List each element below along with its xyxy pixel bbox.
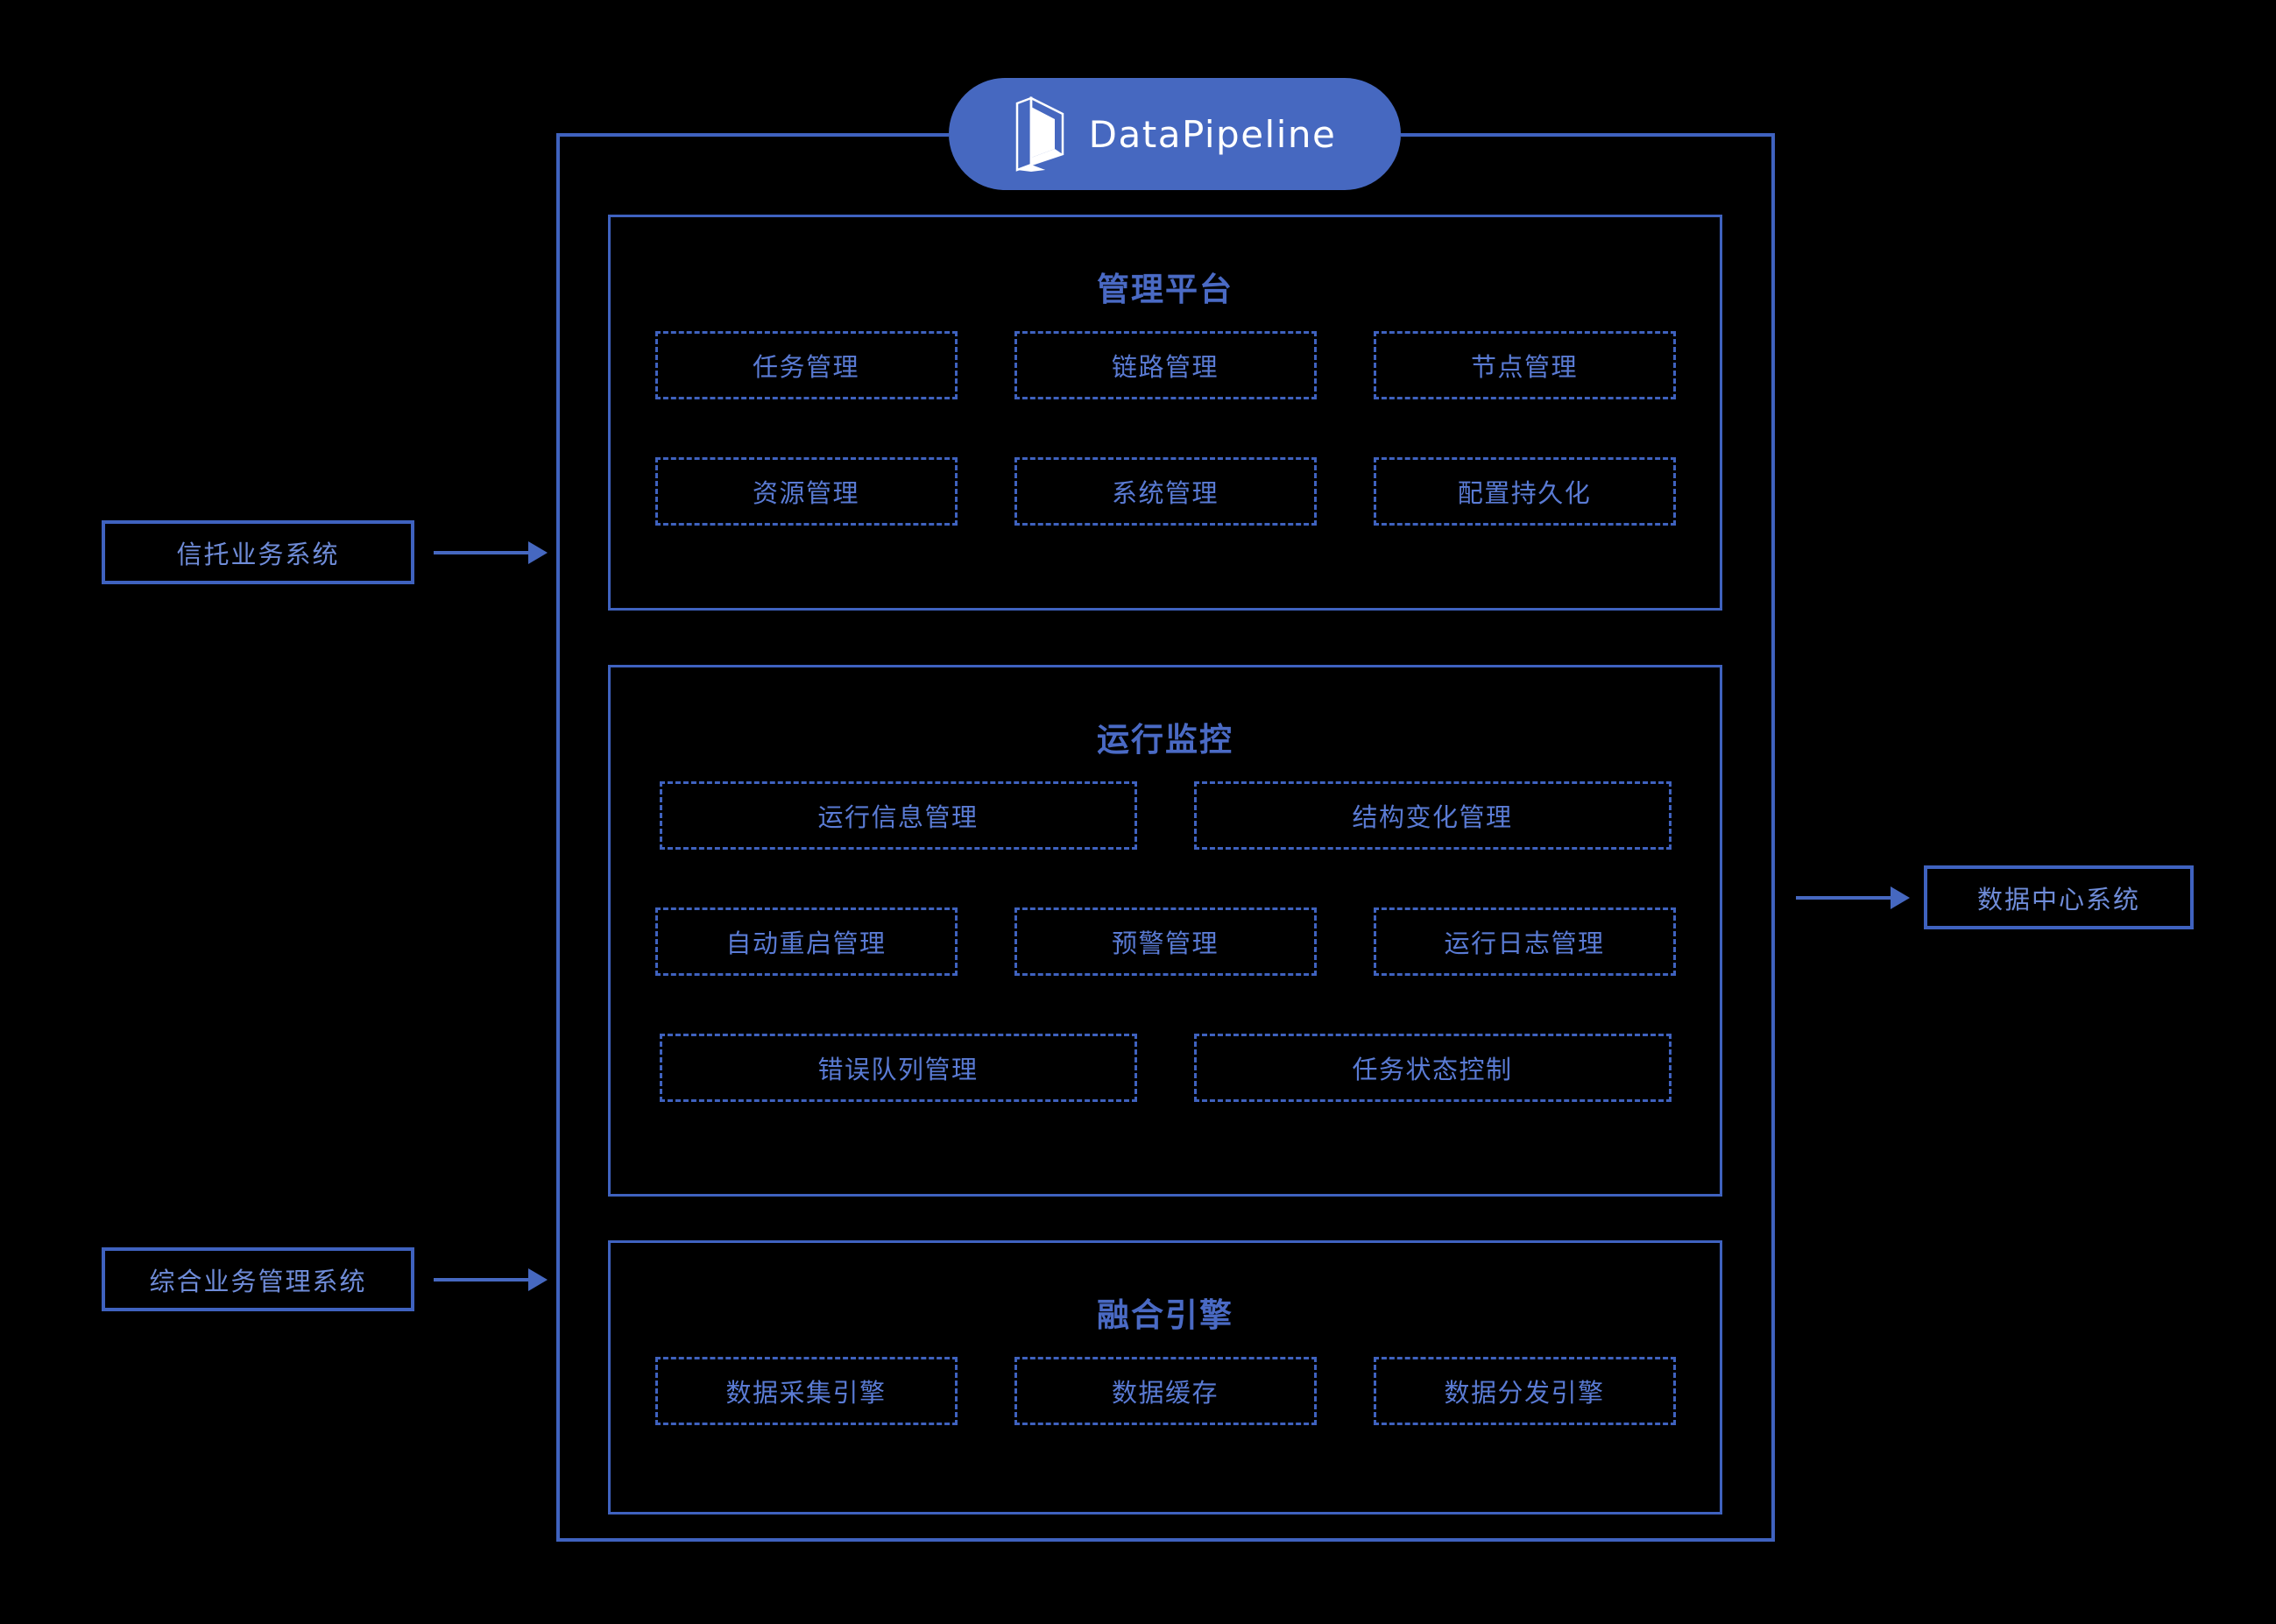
module-runtime-info-management[interactable]: 运行信息管理 (659, 781, 1137, 850)
module-row-engine-1: 数据采集引擎 数据缓存 数据分发引擎 (611, 1357, 1720, 1425)
module-row-monitoring-3: 错误队列管理 任务状态控制 (611, 1034, 1720, 1102)
section-title-fusion-engine: 融合引擎 (1097, 1297, 1233, 1333)
section-title-management-platform: 管理平台 (1097, 272, 1233, 307)
arrow-shaft (434, 551, 528, 554)
arrow-head-icon (1891, 886, 1910, 909)
external-system-trust-business[interactable]: 信托业务系统 (102, 520, 414, 584)
module-structure-change-management[interactable]: 结构变化管理 (1193, 781, 1672, 850)
module-data-dispatch-engine[interactable]: 数据分发引擎 (1373, 1357, 1676, 1425)
arrow-head-icon (528, 1268, 548, 1291)
module-alert-management[interactable]: 预警管理 (1014, 907, 1317, 976)
module-row-monitoring-1: 运行信息管理 结构变化管理 (611, 781, 1720, 850)
module-task-management[interactable]: 任务管理 (654, 331, 958, 399)
section-fusion-engine: 融合引擎 数据采集引擎 数据缓存 数据分发引擎 (608, 1240, 1722, 1515)
arrow-shaft (434, 1278, 528, 1282)
module-row-management-1: 任务管理 链路管理 节点管理 (611, 331, 1720, 399)
module-node-management[interactable]: 节点管理 (1373, 331, 1676, 399)
module-row-management-2: 资源管理 系统管理 配置持久化 (611, 457, 1720, 526)
module-link-management[interactable]: 链路管理 (1014, 331, 1317, 399)
external-system-integrated-business-management[interactable]: 综合业务管理系统 (102, 1247, 414, 1311)
arrow-integrated-to-platform (434, 1268, 548, 1291)
brand-name-label: DataPipeline (1088, 112, 1337, 156)
arrow-trust-to-platform (434, 541, 548, 564)
section-runtime-monitoring: 运行监控 运行信息管理 结构变化管理 自动重启管理 预警管理 运行日志管理 错误… (608, 665, 1722, 1197)
datapipeline-brand-badge: DataPipeline (949, 78, 1401, 190)
module-task-state-control[interactable]: 任务状态控制 (1193, 1034, 1672, 1102)
module-auto-restart-management[interactable]: 自动重启管理 (654, 907, 958, 976)
module-resource-management[interactable]: 资源管理 (654, 457, 958, 526)
arrow-head-icon (528, 541, 548, 564)
section-management-platform: 管理平台 任务管理 链路管理 节点管理 资源管理 系统管理 配置持久化 (608, 215, 1722, 611)
module-error-queue-management[interactable]: 错误队列管理 (659, 1034, 1137, 1102)
section-title-runtime-monitoring: 运行监控 (1097, 722, 1233, 758)
module-runtime-log-management[interactable]: 运行日志管理 (1373, 907, 1676, 976)
module-row-monitoring-2: 自动重启管理 预警管理 运行日志管理 (611, 907, 1720, 976)
module-data-cache[interactable]: 数据缓存 (1014, 1357, 1317, 1425)
module-config-persistence[interactable]: 配置持久化 (1373, 457, 1676, 526)
arrow-platform-to-datacenter (1796, 886, 1910, 909)
external-system-data-center[interactable]: 数据中心系统 (1924, 865, 2194, 929)
datapipeline-prism-logo-icon (1015, 96, 1064, 172)
module-system-management[interactable]: 系统管理 (1014, 457, 1317, 526)
arrow-shaft (1796, 896, 1891, 900)
module-data-collection-engine[interactable]: 数据采集引擎 (654, 1357, 958, 1425)
